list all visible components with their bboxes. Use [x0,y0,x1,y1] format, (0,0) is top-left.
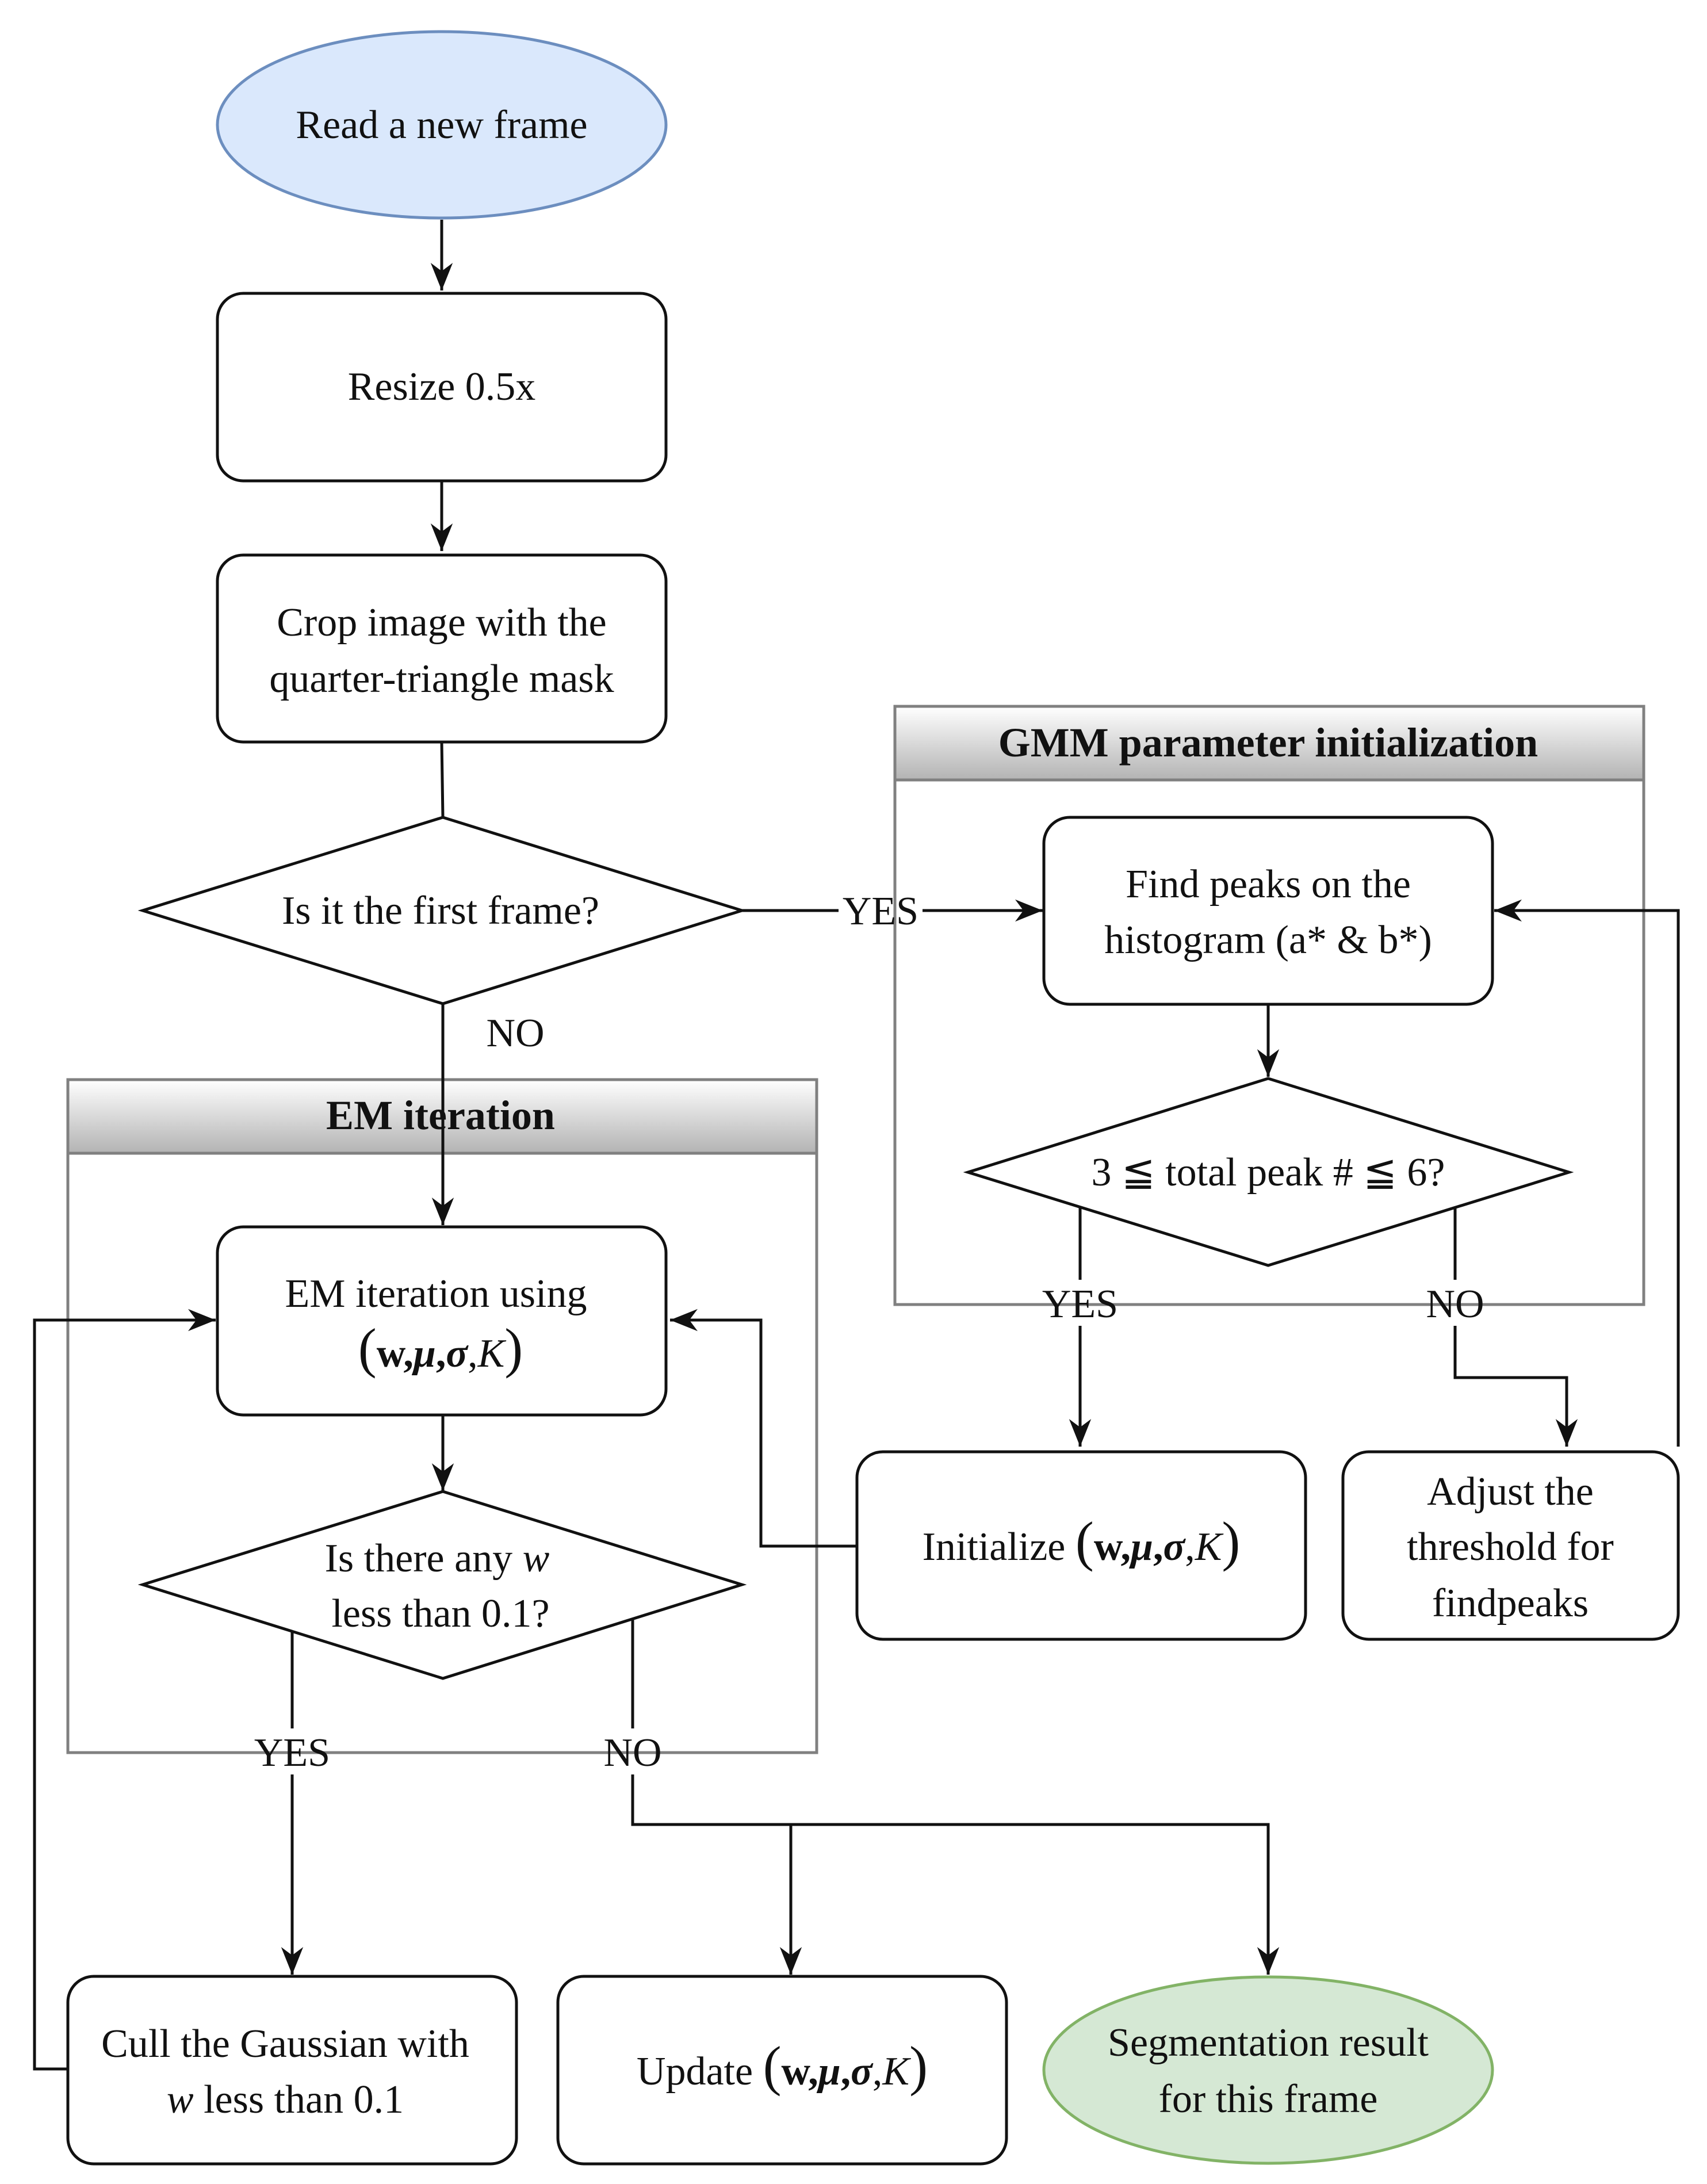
node-segmentation-result: Segmentation result for this frame [1042,1975,1494,2165]
node-adjust-label-3: findpeaks [1432,1581,1589,1625]
edge-peak-no [1453,1207,1567,1447]
gmm-init-group-title: GMM parameter initialization [998,720,1538,766]
node-read-new-frame: Read a new frame [216,30,668,220]
edge-cull-to-em [33,1309,216,2071]
node-update: Update (w,μ,σ,K) [556,1975,1008,2166]
node-find-peaks-label-2: histogram (a* & b*) [1104,918,1432,962]
edge-initialize-to-em [670,1309,857,1548]
node-adjust-label-1: Adjust the [1427,1470,1594,1514]
edges [33,220,1680,2071]
decision-peak-count: 3 ≦ total peak # ≦ 6? [963,1077,1574,1267]
node-em-iteration: EM iteration using (w,μ,σ,K) [216,1225,668,1417]
node-cull: Cull the Gaussian with w less than 0.1 [66,1975,518,2166]
edge-label-w-yes: YES [254,1731,330,1775]
decision-peak-count-label: 3 ≦ total peak # ≦ 6? [1092,1150,1445,1195]
node-initialize-label: Initialize (w,μ,σ,K) [923,1510,1241,1572]
node-em-iteration-label: EM iteration using [285,1272,587,1316]
node-read-new-frame-label: Read a new frame [296,103,587,147]
edge-labels: YES NO YES NO YES NO [254,889,1484,1775]
node-resize-label: Resize 0.5x [348,365,536,409]
node-crop-label-2: quarter-triangle mask [269,657,614,701]
decision-w-check: Is there any w less than 0.1? [137,1490,747,1680]
edge-label-peak-yes: YES [1042,1282,1118,1326]
edge-label-first-yes: YES [843,889,918,934]
decision-first-frame-label: Is it the first frame? [282,889,599,933]
edge-crop-to-first-frame [440,741,445,818]
node-crop: Crop image with the quarter-triangle mas… [216,553,668,744]
node-initialize: Initialize (w,μ,σ,K) [855,1450,1307,1641]
node-cull-label-1: Cull the Gaussian with [101,2022,469,2066]
node-find-peaks: Find peaks on the histogram (a* & b*) [1042,816,1494,1006]
edge-label-peak-no: NO [1426,1282,1484,1326]
node-result-label-2: for this frame [1159,2077,1378,2121]
decision-w-check-label-1: Is there any w [325,1536,550,1581]
decision-w-check-label-2: less than 0.1? [331,1592,549,1636]
gmm-init-group: GMM parameter initialization [893,705,1645,1306]
node-crop-label-1: Crop image with the [277,600,607,645]
edge-w-no [631,1615,1268,1975]
node-em-iteration-math: (w,μ,σ,K) [358,1317,523,1379]
node-adjust-threshold: Adjust the threshold for findpeaks [1341,1450,1680,1641]
node-resize: Resize 0.5x [216,292,668,483]
node-update-label: Update (w,μ,σ,K) [637,2035,928,2097]
em-iteration-group-title: EM iteration [326,1092,555,1138]
edge-label-w-no: NO [603,1731,661,1775]
node-result-label-1: Segmentation result [1108,2021,1429,2065]
decision-first-frame: Is it the first frame? [137,816,747,1005]
node-cull-label-2: w less than 0.1 [167,2078,404,2122]
edge-adjust-to-find-peaks [1494,899,1680,1447]
edge-label-first-no: NO [486,1011,544,1055]
node-adjust-label-2: threshold for [1407,1525,1614,1569]
node-find-peaks-label-1: Find peaks on the [1126,862,1411,907]
